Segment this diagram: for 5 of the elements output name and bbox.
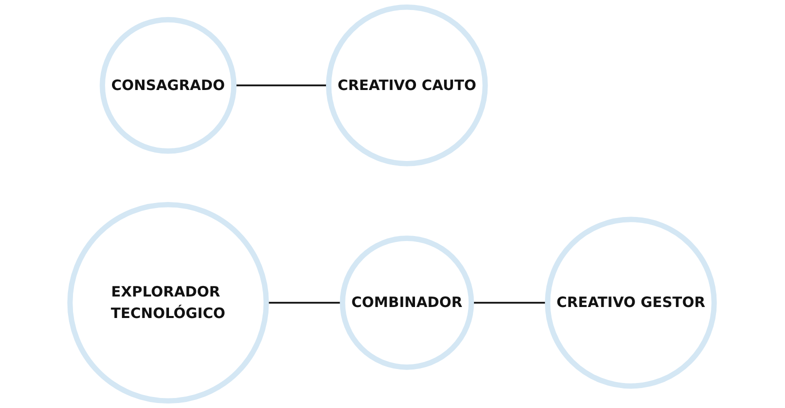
node-circle: COMBINADOR (340, 236, 474, 370)
node-circle: CREATIVO GESTOR (545, 216, 718, 389)
node-circle: EXPLORADOR TECNOLÓGICO (68, 202, 270, 404)
node-circle: CREATIVO CAUTO (326, 4, 488, 166)
node-circle: CONSAGRADO (100, 16, 237, 154)
